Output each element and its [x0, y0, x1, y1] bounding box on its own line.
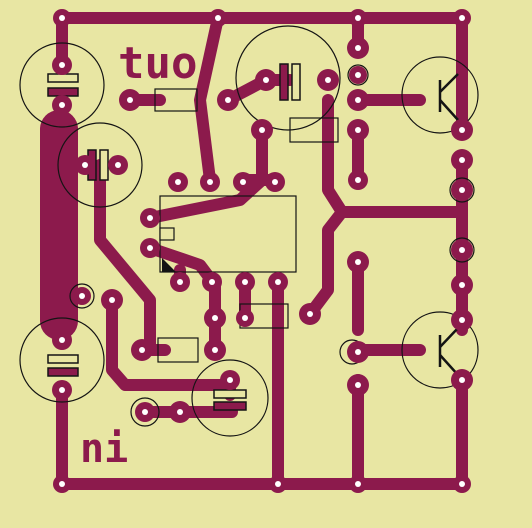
- cap-c4-outline: [235, 25, 341, 131]
- resistor-r4-outline: [157, 337, 199, 363]
- drill-holes: [59, 15, 465, 487]
- resistor-r1-outline: [154, 88, 198, 112]
- transistor-q2-outline: [401, 311, 479, 389]
- resistor-r2-outline: [289, 117, 339, 143]
- label-out: tuo: [118, 38, 197, 89]
- transistor-q1-outline: [401, 56, 479, 134]
- ic-notch: [159, 227, 175, 241]
- ic-pin1-marker: [162, 258, 176, 272]
- transistor-symbols: [438, 73, 459, 376]
- cap-c2-outline: [57, 122, 143, 208]
- cap-c1-outline: [19, 42, 105, 128]
- left-ground-bar: [40, 110, 78, 340]
- cap-c3-outline: [19, 317, 105, 403]
- label-in: ni: [80, 426, 128, 472]
- cap-c5-outline: [191, 359, 269, 437]
